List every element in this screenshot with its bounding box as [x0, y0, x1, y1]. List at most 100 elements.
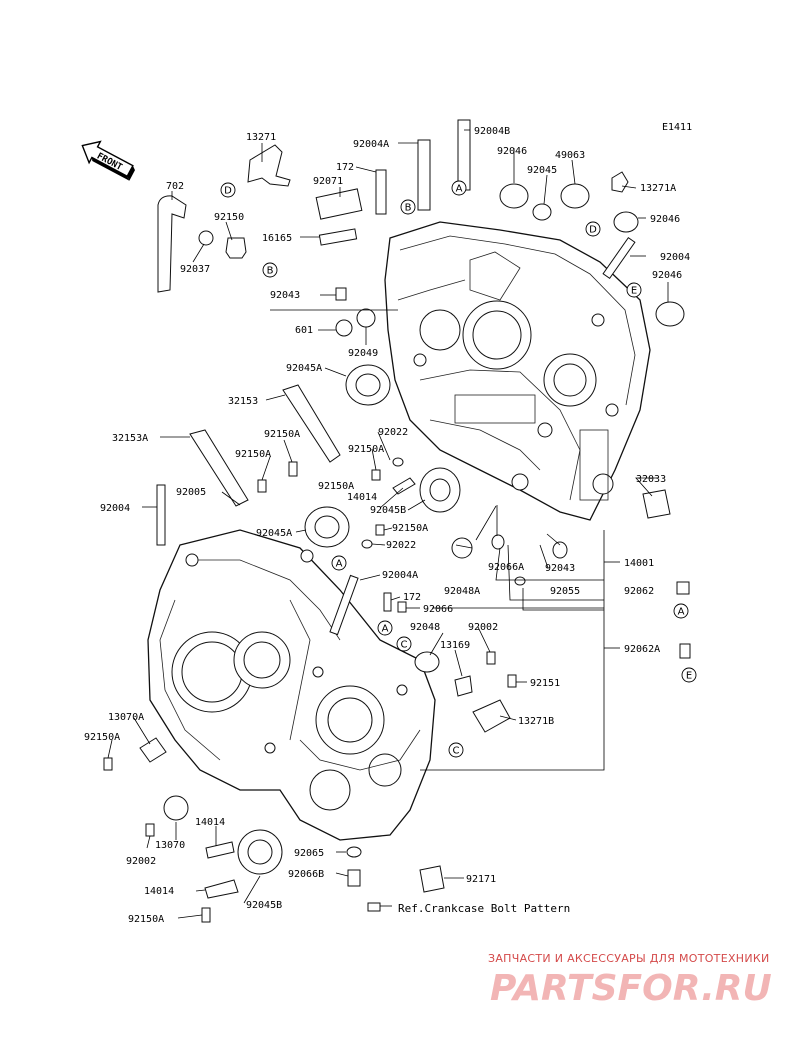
dowel-b-part-icon — [335, 287, 347, 301]
part-label: 92045A — [286, 363, 322, 374]
bearing-part-icon — [499, 183, 529, 209]
part-label: 92055 — [550, 586, 580, 597]
part-labels: 13271 702 92150 92037 92004A 92004B 172 … — [84, 126, 690, 925]
pipe-part-icon — [282, 384, 341, 463]
callout-a-right: A — [673, 603, 689, 619]
stud-b-part-icon — [457, 119, 471, 191]
part-label: 92150A — [318, 481, 354, 492]
drain-plug-icon — [347, 869, 361, 887]
part-label: 92066B — [288, 869, 324, 880]
callout-d-top: D — [220, 182, 236, 198]
leader-lines — [107, 129, 669, 919]
svg-text:C: C — [453, 746, 460, 757]
part-label: 92150A — [128, 914, 164, 925]
part-label: 92004A — [353, 139, 389, 150]
part-label: 13070A — [108, 712, 144, 723]
svg-text:A: A — [678, 607, 685, 618]
svg-text:A: A — [456, 184, 463, 195]
part-label: 92071 — [313, 176, 343, 187]
part-label: 92005 — [176, 487, 206, 498]
reference-note: Ref.Crankcase Bolt Pattern — [398, 902, 570, 915]
part-label: 92004A — [382, 570, 418, 581]
svg-text:E: E — [631, 286, 637, 297]
screen-part-icon — [318, 228, 358, 246]
callout-b-top: B — [400, 199, 416, 215]
part-label: 32153 — [228, 396, 258, 407]
stud-d-part-icon — [329, 574, 359, 636]
svg-text:B: B — [405, 203, 412, 214]
part-label: 702 — [166, 181, 184, 192]
part-label: 13169 — [440, 640, 470, 651]
part-label: 92046 — [497, 146, 527, 157]
part-label: 92066A — [488, 562, 524, 573]
stud-e-part-icon — [156, 484, 166, 546]
pipe-a-part-icon — [189, 429, 249, 507]
part-label: 92022 — [378, 427, 408, 438]
part-label: 13271B — [518, 716, 554, 727]
svg-text:A: A — [336, 559, 343, 570]
part-label: 32153A — [112, 433, 148, 444]
svg-text:A: A — [382, 624, 389, 635]
watermark-tagline: ЗАПЧАСТИ И АКСЕССУАРЫ ДЛЯ МОТОТЕХНИКИ — [488, 952, 770, 965]
part-label: 14001 — [624, 558, 654, 569]
bearing-b-part-icon — [560, 183, 590, 209]
bolt-part-icon — [288, 461, 298, 477]
svg-text:E: E — [686, 671, 692, 682]
callout-a-top: A — [451, 180, 467, 196]
part-label: 14014 — [347, 492, 377, 503]
part-label: 92045 — [527, 165, 557, 176]
part-label: 13271 — [246, 132, 276, 143]
clamp-b-part-icon — [419, 865, 445, 893]
seal-d-part-icon — [414, 651, 440, 673]
svg-text:C: C — [401, 640, 408, 651]
part-label: 92048A — [444, 586, 480, 597]
part-label: 92002 — [468, 622, 498, 633]
watermark-logo: PARTSFOR.RU — [490, 968, 772, 1009]
hose-part-icon — [157, 195, 187, 293]
part-label: 13070 — [155, 840, 185, 851]
part-label: 92150A — [264, 429, 300, 440]
front-arrow-icon: FRONT — [81, 140, 135, 181]
part-label: 601 — [295, 325, 313, 336]
callout-c-mid: C — [396, 636, 412, 652]
dowel-part-icon — [375, 169, 387, 215]
callout-a-mid: A — [331, 555, 347, 571]
callout-a-lower: A — [377, 620, 393, 636]
part-label: 92066 — [423, 604, 453, 615]
part-label: 14014 — [144, 886, 174, 897]
diagram-code: E1411 — [662, 122, 692, 133]
cover-part-icon — [139, 737, 167, 763]
watermark: ЗАПЧАСТИ И АКСЕССУАРЫ ДЛЯ МОТОТЕХНИКИ PA… — [488, 952, 772, 1009]
part-label: 92048 — [410, 622, 440, 633]
part-label: 92171 — [466, 874, 496, 885]
bearing-c-part-icon — [613, 211, 639, 233]
clamp-part-icon — [198, 230, 214, 246]
part-label: 92037 — [180, 264, 210, 275]
part-label: 92049 — [348, 348, 378, 359]
bracket-part-icon — [247, 144, 291, 187]
callout-e-lower: E — [681, 667, 697, 683]
bracket-b-part-icon — [392, 477, 416, 495]
part-label: 92046 — [650, 214, 680, 225]
callout-c-lower: C — [448, 742, 464, 758]
bracket-a-part-icon — [611, 171, 629, 193]
part-label: 92151 — [530, 678, 560, 689]
part-label: 92022 — [386, 540, 416, 551]
part-label: 172 — [336, 162, 354, 173]
part-label: 92062 — [624, 586, 654, 597]
part-label: 92062A — [624, 644, 660, 655]
seal-c-part-icon — [451, 537, 473, 559]
plug-part-icon — [335, 319, 353, 337]
stud-c-part-icon — [602, 236, 636, 280]
part-label: 13271A — [640, 183, 676, 194]
part-label: 92004 — [100, 503, 130, 514]
part-label: 92045B — [246, 900, 282, 911]
bracket-c-part-icon — [472, 699, 511, 733]
part-label: 92065 — [294, 848, 324, 859]
part-label: 92043 — [270, 290, 300, 301]
part-label: 14014 — [195, 817, 225, 828]
plug-c-part-icon — [679, 643, 691, 659]
gasket-part-icon — [315, 188, 363, 220]
